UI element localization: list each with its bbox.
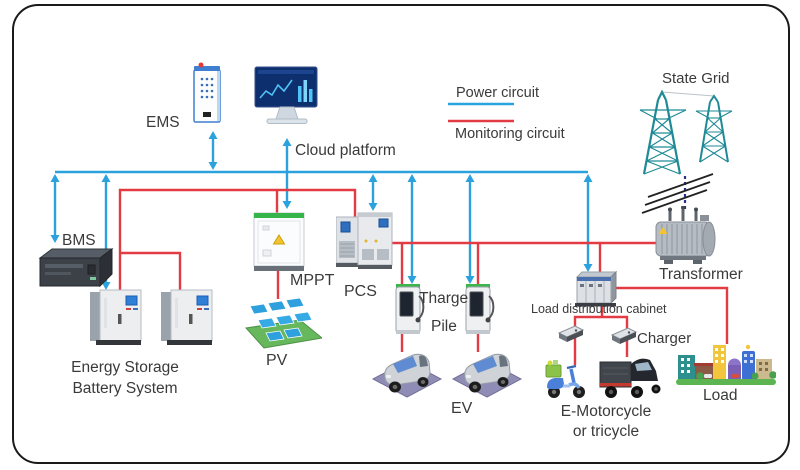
cloud-platform-monitor-icon bbox=[254, 66, 320, 126]
battery-system-label-line2: Battery System bbox=[72, 380, 178, 397]
battery-cabinet-icon bbox=[90, 288, 142, 346]
transformer-label: Transformer bbox=[659, 266, 743, 283]
pcs-cabinet-icon bbox=[335, 211, 394, 269]
mppt-cabinet-icon bbox=[252, 210, 306, 272]
battery-system-label: Energy Storage Battery System bbox=[40, 357, 210, 399]
ems-label: EMS bbox=[146, 114, 180, 131]
e-motorcycle-label-line2: or tricycle bbox=[572, 423, 640, 440]
power-circuit-lines bbox=[53, 102, 590, 287]
charge-pile-label-line2: Pile bbox=[431, 318, 457, 335]
e-motorcycle-label: E-Motorcycle or tricycle bbox=[543, 402, 669, 442]
charger-box-icon bbox=[556, 324, 586, 344]
charger-box-icon bbox=[609, 326, 639, 346]
battery-cabinet-icon bbox=[161, 288, 213, 346]
tricycle-icon bbox=[599, 352, 665, 400]
charge-pile-label-line1: Tharge bbox=[419, 290, 469, 307]
charger-label: Charger bbox=[637, 330, 692, 347]
legend-monitoring-circuit-label: Monitoring circuit bbox=[455, 126, 565, 142]
e-motorcycle-icon bbox=[543, 358, 593, 400]
load-label: Load bbox=[703, 387, 738, 404]
city-load-icon bbox=[676, 338, 777, 386]
e-motorcycle-label-line1: E-Motorcycle bbox=[560, 403, 652, 420]
distribution-cabinet-icon bbox=[574, 270, 618, 308]
solar-panel-icon bbox=[238, 296, 324, 350]
state-grid-label: State Grid bbox=[662, 70, 730, 87]
pcs-label: PCS bbox=[344, 283, 377, 300]
pv-label: PV bbox=[266, 352, 288, 369]
charge-pile-icon bbox=[462, 284, 496, 336]
load-distribution-cabinet-label: Load distribution cabinet bbox=[531, 302, 667, 316]
legend-power-circuit-label: Power circuit bbox=[456, 85, 539, 101]
arrowheads bbox=[50, 131, 593, 290]
overhead-power-lines-icon bbox=[641, 173, 714, 214]
bms-rack-icon bbox=[34, 244, 114, 290]
charge-pile-icon bbox=[392, 284, 426, 336]
bms-label: BMS bbox=[62, 232, 96, 249]
transmission-towers-icon bbox=[628, 84, 740, 176]
ev-label: EV bbox=[451, 400, 473, 417]
battery-system-label-line1: Energy Storage bbox=[71, 359, 179, 376]
transformer-icon bbox=[654, 205, 718, 266]
ev-car-icon bbox=[451, 346, 523, 398]
mppt-label: MPPT bbox=[290, 272, 335, 289]
ems-cabinet-icon bbox=[192, 62, 224, 126]
cloud-platform-label: Cloud platform bbox=[295, 142, 396, 159]
ev-car-icon bbox=[371, 346, 443, 398]
